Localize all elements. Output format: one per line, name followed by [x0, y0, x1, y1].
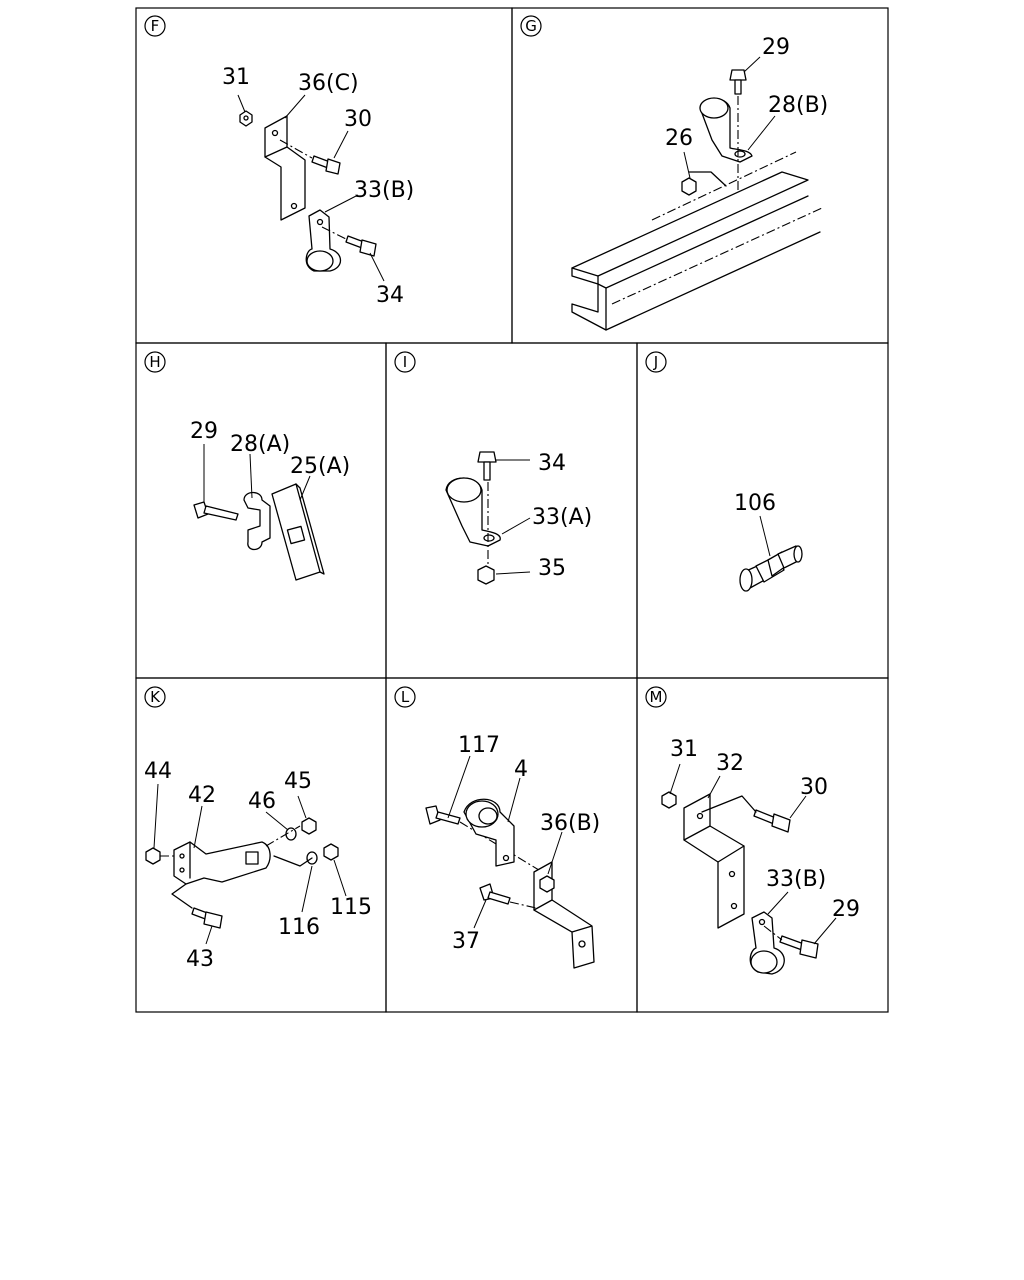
panel-k-marker: K: [150, 688, 161, 706]
connector-106-icon: [739, 545, 803, 592]
nut-45-icon: [301, 817, 317, 835]
label-36c: 36(C): [298, 71, 359, 96]
nut-44-icon: [145, 847, 161, 865]
nut-31-m-icon: [661, 791, 677, 809]
label-115: 115: [330, 895, 372, 920]
label-28a: 28(A): [230, 432, 290, 457]
panel-m-marker: M: [650, 688, 663, 706]
panel-l: L 117 4 36(B) 37: [394, 686, 600, 969]
label-106: 106: [734, 491, 776, 516]
panel-j: J 106: [645, 351, 803, 592]
label-33b: 33(B): [354, 178, 414, 203]
label-37: 37: [452, 929, 480, 954]
panel-i-marker: I: [403, 353, 407, 371]
label-29-h: 29: [190, 419, 218, 444]
label-35: 35: [538, 556, 566, 581]
label-36b: 36(B): [540, 811, 600, 836]
label-34: 34: [376, 283, 404, 308]
label-32: 32: [716, 751, 744, 776]
label-25a: 25(A): [290, 454, 350, 479]
bolt-29-icon: [729, 69, 747, 81]
label-116: 116: [278, 915, 320, 940]
label-31: 31: [222, 65, 250, 90]
panel-k: K 44 42 46 45 116 115 43: [144, 686, 372, 972]
bracket-36c-icon: [264, 115, 306, 221]
label-42: 42: [188, 783, 216, 808]
frame-rail-icon: [571, 171, 809, 277]
label-29: 29: [762, 35, 790, 60]
label-43: 43: [186, 947, 214, 972]
bolt-34-i-icon: [477, 451, 497, 463]
bolt-117-icon: [425, 805, 441, 825]
label-33a: 33(A): [532, 505, 592, 530]
panel-h: H 29 28(A) 25(A): [144, 351, 350, 581]
panel-f-marker: F: [151, 17, 160, 35]
label-4: 4: [514, 757, 528, 782]
panel-h-marker: H: [149, 353, 160, 371]
label-44: 44: [144, 759, 172, 784]
label-31-m: 31: [670, 737, 698, 762]
bracket-32-icon: [683, 793, 745, 929]
label-29-m: 29: [832, 897, 860, 922]
panel-g: G 29 28(B) 26: [520, 15, 828, 331]
panel-f: F 31 36(C) 30 33(B) 34: [144, 15, 414, 308]
panel-grid: [135, 7, 889, 1013]
clip-28a-icon: [243, 491, 271, 551]
label-46: 46: [248, 789, 276, 814]
label-117: 117: [458, 733, 500, 758]
label-34-i: 34: [538, 451, 566, 476]
label-28b: 28(B): [768, 93, 828, 118]
panel-l-marker: L: [401, 688, 410, 706]
panel-m: M 31 32 30 33(B) 29: [645, 686, 860, 975]
nut-115-icon: [323, 843, 339, 861]
panel-g-marker: G: [525, 17, 537, 35]
label-30: 30: [344, 107, 372, 132]
label-45: 45: [284, 769, 312, 794]
nut-26-icon: [681, 177, 697, 196]
nut-35-icon: [477, 565, 495, 585]
panel-i: I 34 33(A) 35: [394, 351, 592, 585]
panel-j-marker: J: [653, 353, 658, 371]
label-26: 26: [665, 126, 693, 151]
label-30-m: 30: [800, 775, 828, 800]
label-33b-m: 33(B): [766, 867, 826, 892]
